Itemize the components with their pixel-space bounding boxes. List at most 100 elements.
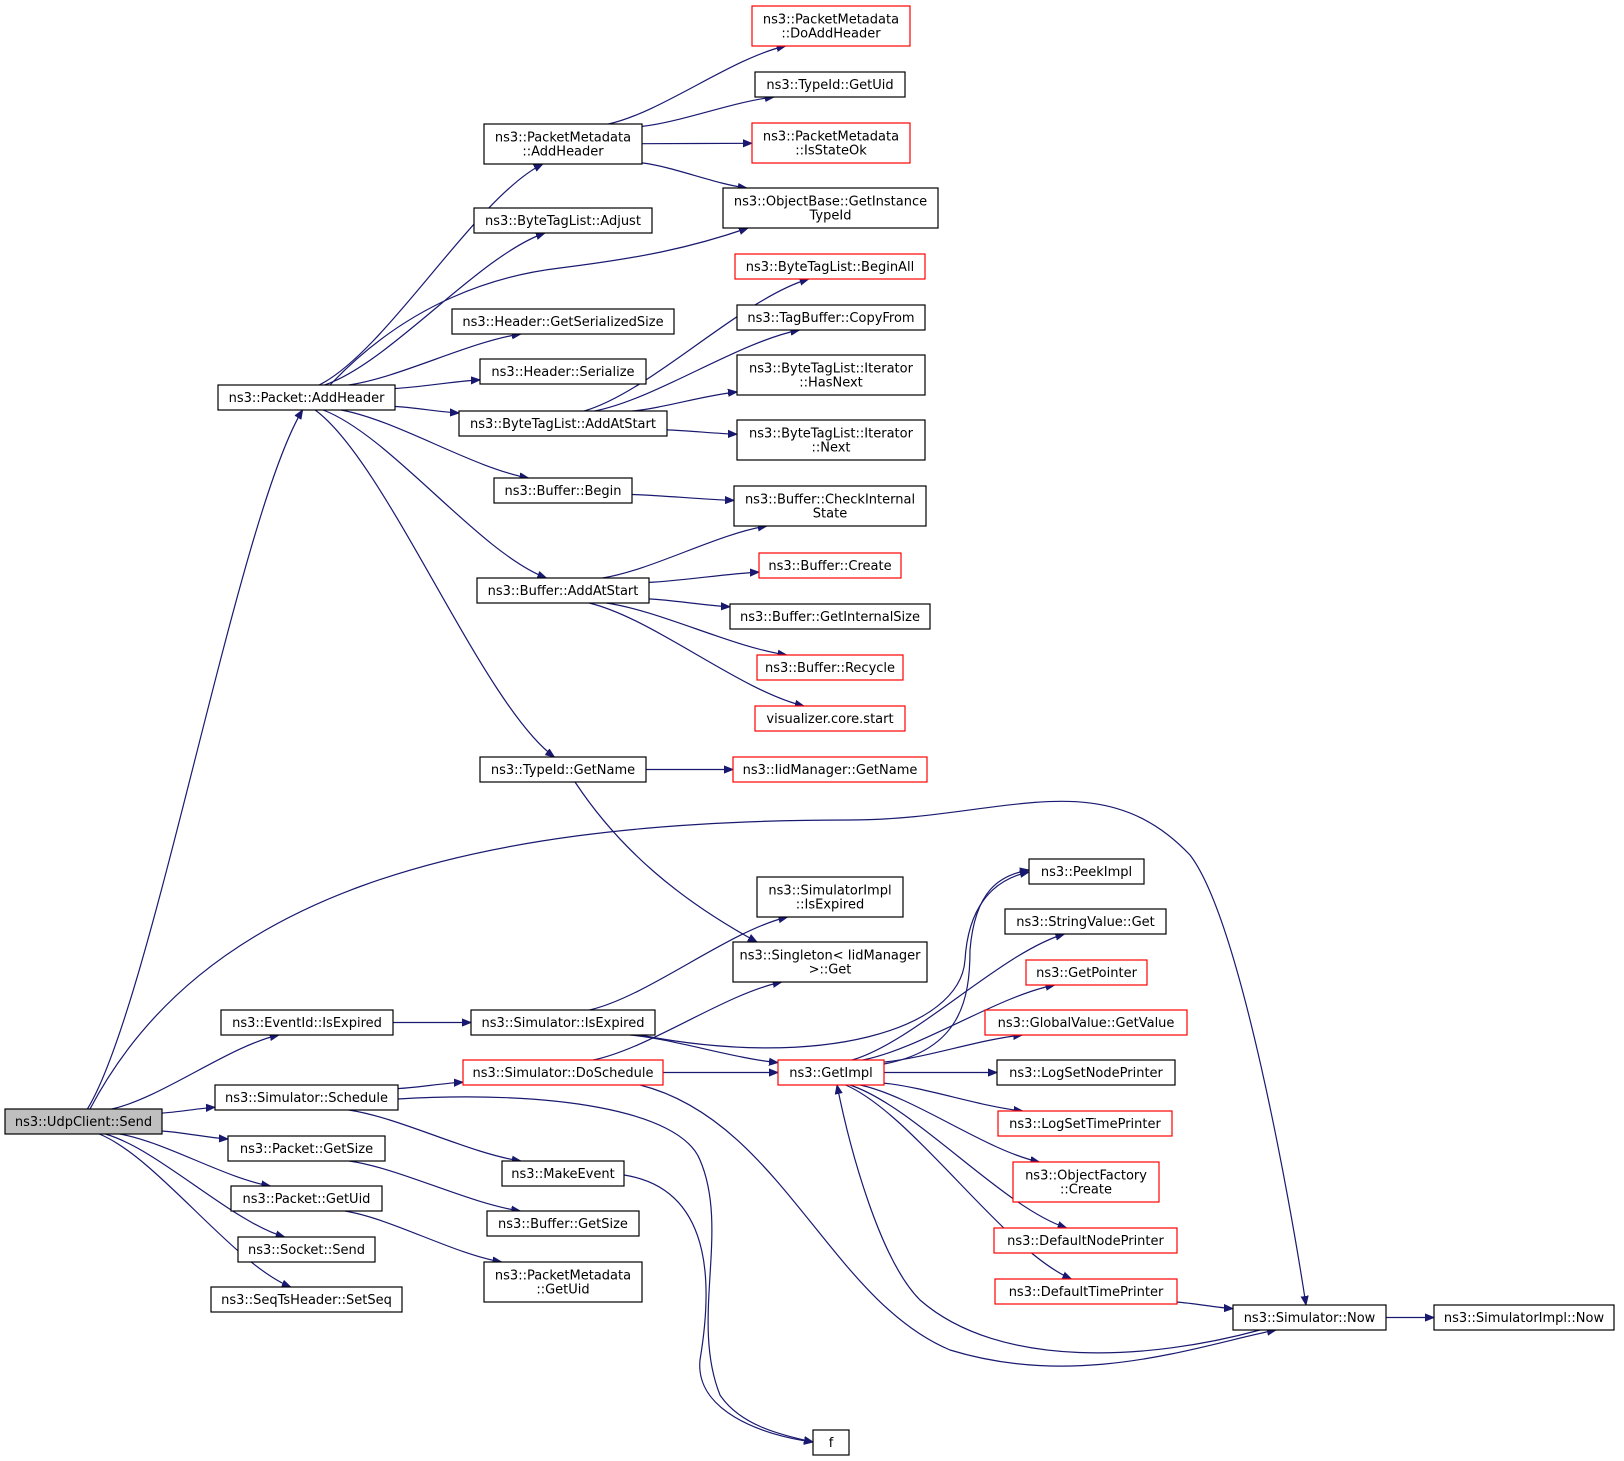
- node-label: ::IsStateOk: [795, 144, 867, 159]
- node-simulator_doschedule[interactable]: ns3::Simulator::DoSchedule: [462, 1059, 664, 1086]
- node-btl_addatstart[interactable]: ns3::ByteTagList::AddAtStart: [458, 410, 668, 437]
- node-label: ns3::ByteTagList::AddAtStart: [470, 417, 656, 432]
- node-pm_addheader[interactable]: ns3::PacketMetadata::AddHeader: [483, 123, 643, 165]
- node-box: [754, 705, 906, 732]
- node-simimpl_now[interactable]: ns3::SimulatorImpl::Now: [1433, 1304, 1615, 1331]
- edge-makeevent-to-f: [623, 1174, 813, 1442]
- node-label: ns3::ByteTagList::Iterator: [749, 427, 914, 442]
- node-makeevent[interactable]: ns3::MakeEvent: [501, 1160, 625, 1187]
- node-objectfactory_create[interactable]: ns3::ObjectFactory::Create: [1012, 1161, 1160, 1203]
- node-peekimpl[interactable]: ns3::PeekImpl: [1028, 858, 1145, 885]
- node-label: ns3::Socket::Send: [248, 1243, 365, 1258]
- node-btl_adjust[interactable]: ns3::ByteTagList::Adjust: [473, 207, 653, 234]
- node-tagbuffer_copyfrom[interactable]: ns3::TagBuffer::CopyFrom: [736, 304, 926, 331]
- node-label: ns3::DefaultNodePrinter: [1007, 1234, 1164, 1249]
- node-buffer_create[interactable]: ns3::Buffer::Create: [758, 552, 902, 579]
- edge-udpclient_send-to-simulator_schedule: [161, 1107, 215, 1114]
- node-label: ::AddHeader: [522, 145, 604, 160]
- node-btl_iter_next[interactable]: ns3::ByteTagList::Iterator::Next: [736, 419, 926, 461]
- node-defaultnodeprinter[interactable]: ns3::DefaultNodePrinter: [993, 1227, 1178, 1254]
- node-label: ns3::SimulatorImpl::Now: [1444, 1311, 1605, 1326]
- node-stringvalue_get[interactable]: ns3::StringValue::Get: [1004, 908, 1167, 935]
- node-logsetnodeprinter[interactable]: ns3::LogSetNodePrinter: [996, 1059, 1176, 1086]
- node-packet_getsize[interactable]: ns3::Packet::GetSize: [227, 1135, 386, 1162]
- node-pm_isstateok[interactable]: ns3::PacketMetadata::IsStateOk: [751, 122, 911, 164]
- node-f[interactable]: f: [812, 1429, 850, 1456]
- edge-packet_addheader-to-buffer_begin: [340, 409, 529, 478]
- node-buffer_getinternalsize[interactable]: ns3::Buffer::GetInternalSize: [729, 603, 931, 630]
- edge-pm_addheader-to-typeid_getuid: [641, 97, 774, 127]
- node-packet_addheader[interactable]: ns3::Packet::AddHeader: [217, 384, 396, 411]
- node-btl_beginall[interactable]: ns3::ByteTagList::BeginAll: [734, 253, 926, 280]
- node-label: ns3::Buffer::GetSize: [498, 1217, 628, 1232]
- node-box: [479, 756, 647, 783]
- node-packet_getuid[interactable]: ns3::Packet::GetUid: [230, 1185, 383, 1212]
- node-label: ns3::TypeId::GetUid: [766, 78, 893, 93]
- edge-buffer_addatstart-to-buffer_recycle: [606, 602, 786, 655]
- edge-buffer_addatstart-to-buffer_create: [648, 572, 759, 583]
- node-label: ns3::GetImpl: [789, 1066, 873, 1081]
- node-box: [501, 1160, 625, 1187]
- node-box: [722, 187, 939, 229]
- edge-udpclient_send-to-simulator_now: [89, 800, 1306, 1305]
- node-buffer_recycle[interactable]: ns3::Buffer::Recycle: [756, 654, 904, 681]
- node-iidmanager_getname[interactable]: ns3::IidManager::GetName: [732, 756, 928, 783]
- node-udpclient_send[interactable]: ns3::UdpClient::Send: [4, 1108, 163, 1135]
- edge-getimpl-to-getpointer: [862, 985, 1055, 1061]
- node-box: [736, 419, 926, 461]
- node-globalvalue_getvalue[interactable]: ns3::GlobalValue::GetValue: [984, 1009, 1188, 1036]
- node-box: [237, 1236, 376, 1263]
- edge-getimpl-to-defaulttimeprinter: [845, 1084, 1072, 1280]
- node-typeid_getuid[interactable]: ns3::TypeId::GetUid: [754, 71, 906, 98]
- node-box: [1028, 858, 1145, 885]
- node-header_serialize[interactable]: ns3::Header::Serialize: [479, 358, 647, 385]
- node-label: ns3::ByteTagList::Iterator: [749, 362, 914, 377]
- node-label: ns3::Singleton< IidManager: [739, 949, 921, 964]
- node-seqtsheader_setseq[interactable]: ns3::SeqTsHeader::SetSeq: [210, 1286, 403, 1313]
- edge-udpclient_send-to-eventid_isexpired: [111, 1035, 279, 1110]
- node-box: [729, 603, 931, 630]
- edge-getimpl-to-stringvalue_get: [851, 934, 1064, 1061]
- node-simulator_isexpired[interactable]: ns3::Simulator::IsExpired: [470, 1009, 656, 1036]
- edge-packet_addheader-to-header_getserializedsize: [348, 334, 521, 386]
- node-defaulttimeprinter[interactable]: ns3::DefaultTimePrinter: [994, 1278, 1178, 1305]
- node-buffer_getsize[interactable]: ns3::Buffer::GetSize: [486, 1210, 640, 1237]
- node-label: ns3::SimulatorImpl: [768, 884, 891, 899]
- node-simulator_schedule[interactable]: ns3::Simulator::Schedule: [214, 1084, 399, 1111]
- node-socket_send[interactable]: ns3::Socket::Send: [237, 1236, 376, 1263]
- node-typeid_getname[interactable]: ns3::TypeId::GetName: [479, 756, 647, 783]
- node-label: visualizer.core.start: [766, 712, 893, 727]
- node-getimpl[interactable]: ns3::GetImpl: [777, 1059, 885, 1086]
- node-box: [754, 71, 906, 98]
- node-label: ns3::Simulator::Now: [1244, 1311, 1376, 1326]
- node-buffer_addatstart[interactable]: ns3::Buffer::AddAtStart: [476, 577, 650, 604]
- edges-layer: [86, 46, 1434, 1442]
- node-box: [462, 1059, 664, 1086]
- node-visualizer_core_start[interactable]: visualizer.core.start: [754, 705, 906, 732]
- node-simulator_now[interactable]: ns3::Simulator::Now: [1232, 1304, 1387, 1331]
- node-box: [993, 1227, 1178, 1254]
- edge-packet_addheader-to-btl_addatstart: [394, 405, 459, 414]
- node-label: ns3::SeqTsHeader::SetSeq: [221, 1293, 392, 1308]
- node-logsettimeprinter[interactable]: ns3::LogSetTimePrinter: [997, 1110, 1173, 1137]
- node-label: ::DoAddHeader: [781, 27, 881, 42]
- node-simimpl_isexpired[interactable]: ns3::SimulatorImpl::IsExpired: [756, 876, 904, 918]
- node-btl_iter_hasnext[interactable]: ns3::ByteTagList::Iterator::HasNext: [736, 354, 926, 396]
- edge-udpclient_send-to-packet_getuid: [119, 1133, 271, 1186]
- node-label: ns3::Simulator::Schedule: [225, 1091, 388, 1106]
- node-header_getserializedsize[interactable]: ns3::Header::GetSerializedSize: [451, 308, 675, 335]
- node-pm_doaddheader[interactable]: ns3::PacketMetadata::DoAddHeader: [751, 5, 911, 47]
- node-label: ns3::ByteTagList::Adjust: [485, 214, 641, 229]
- node-pm_getuid[interactable]: ns3::PacketMetadata::GetUid: [483, 1261, 643, 1303]
- node-getpointer[interactable]: ns3::GetPointer: [1025, 959, 1148, 986]
- edge-getimpl-to-logsettimeprinter: [883, 1082, 1023, 1111]
- node-singleton_get[interactable]: ns3::Singleton< IidManager >::Get: [732, 941, 928, 983]
- edge-btl_addatstart-to-btl_iter_next: [666, 429, 737, 434]
- edge-simulator_schedule-to-makeevent: [348, 1109, 521, 1161]
- node-buffer_begin[interactable]: ns3::Buffer::Begin: [493, 477, 633, 504]
- node-label: ns3::Simulator::DoSchedule: [472, 1066, 653, 1081]
- node-eventid_isexpired[interactable]: ns3::EventId::IsExpired: [220, 1009, 394, 1036]
